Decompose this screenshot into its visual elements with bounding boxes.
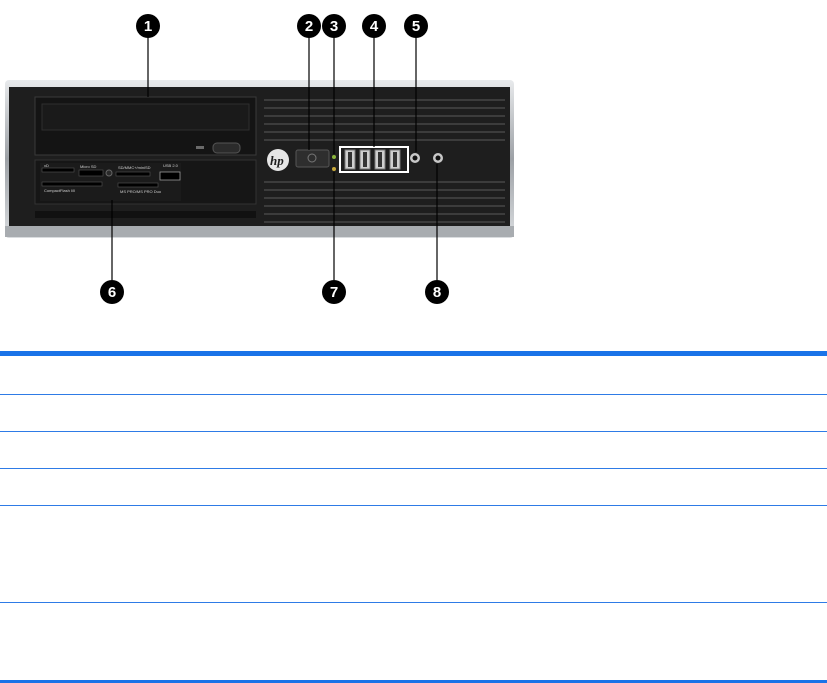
table-row (0, 394, 827, 395)
table-row (0, 602, 827, 603)
callout-8: 8 (425, 280, 449, 304)
xd-label: xD (44, 163, 49, 168)
lower-bay-slot (35, 211, 256, 218)
table-row (0, 468, 827, 469)
hp-logo: hp (267, 149, 289, 171)
computer-front-panel-figure: xD Micro SD SD/MMC+/miniSD USB 2.0 Compa… (0, 0, 827, 330)
reader-usb-label: USB 2.0 (163, 163, 179, 168)
cf-label: CompactFlash I/II (44, 188, 75, 193)
table-bottom-rule (0, 680, 827, 683)
callout-2: 2 (297, 14, 321, 38)
svg-text:1: 1 (144, 18, 152, 35)
table-row (0, 505, 827, 506)
sdmmc-label: SD/MMC+/miniSD (118, 165, 151, 170)
optical-drive (34, 96, 257, 156)
callout-6: 6 (100, 280, 124, 304)
svg-text:hp: hp (270, 153, 284, 168)
svg-text:3: 3 (330, 18, 338, 35)
callout-leaders (111, 34, 438, 280)
callout-7: 7 (322, 280, 346, 304)
table-row (0, 431, 827, 432)
svg-text:6: 6 (108, 284, 116, 301)
table-header-rule (0, 351, 827, 356)
callout-1: 1 (136, 14, 160, 38)
svg-text:7: 7 (330, 284, 338, 301)
svg-text:8: 8 (433, 284, 441, 301)
drive-activity-led (332, 167, 336, 171)
callout-5: 5 (404, 14, 428, 38)
callout-3: 3 (322, 14, 346, 38)
ms-label: MS PRO/MS PRO Duo (120, 189, 162, 194)
callout-4: 4 (362, 14, 386, 38)
microphone-jack (410, 153, 420, 163)
ventilation-grille (264, 99, 505, 223)
power-led (332, 155, 336, 159)
svg-text:4: 4 (370, 18, 379, 35)
headphone-jack (433, 153, 443, 163)
power-button[interactable] (295, 149, 330, 168)
media-card-reader: xD Micro SD SD/MMC+/miniSD USB 2.0 Compa… (34, 159, 257, 205)
micro-sd-label: Micro SD (80, 164, 97, 169)
svg-text:5: 5 (412, 18, 420, 35)
svg-text:2: 2 (305, 18, 313, 35)
